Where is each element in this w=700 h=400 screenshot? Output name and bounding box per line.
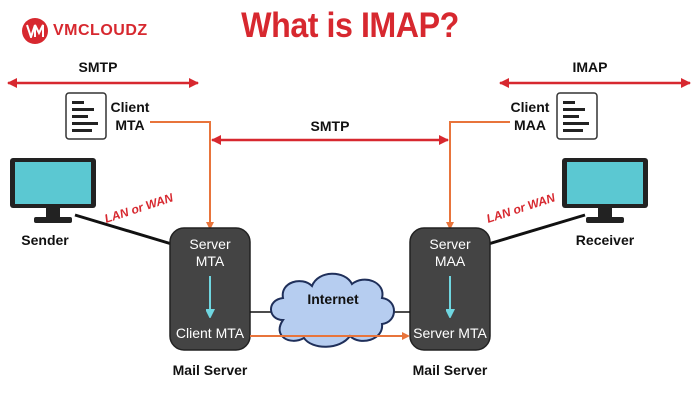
- right-mail-server-caption: Mail Server: [413, 362, 488, 378]
- desktop-computer-icon: [562, 158, 648, 223]
- client-mta-label-line1: Client: [111, 99, 150, 115]
- right-server-bottom-label: Server MTA: [413, 325, 487, 341]
- imap-label: IMAP: [573, 59, 608, 75]
- client-mta-to-server-arrow: [150, 121, 214, 230]
- smtp-middle-label: SMTP: [311, 118, 350, 134]
- client-maa-to-server-arrow: [446, 121, 510, 230]
- page-title: What is IMAP?: [241, 6, 459, 45]
- left-server-bottom-label: Client MTA: [176, 325, 245, 341]
- brand-name: VMCLOUDZ: [53, 22, 148, 39]
- receiver-lan-line: [484, 213, 586, 247]
- cloud-icon: [270, 272, 395, 348]
- lan-wan-left-label: LAN or WAN: [103, 190, 175, 225]
- brand-logo[interactable]: VMCLOUDZ: [22, 18, 148, 44]
- receiver-label: Receiver: [576, 232, 635, 248]
- smtp-left-label: SMTP: [79, 59, 118, 75]
- lan-wan-right-label: LAN or WAN: [485, 190, 557, 225]
- right-server-top-line2: MAA: [435, 253, 466, 269]
- left-server-top-line1: Server: [189, 236, 231, 252]
- right-server-top-line1: Server: [429, 236, 471, 252]
- sender-lan-line: [74, 213, 176, 247]
- left-server-top-line2: MTA: [196, 253, 225, 269]
- left-mail-server-caption: Mail Server: [173, 362, 248, 378]
- logo-mark-icon: [22, 18, 48, 44]
- document-icon: [65, 92, 107, 140]
- document-icon: [556, 92, 598, 140]
- desktop-computer-icon: [10, 158, 96, 223]
- client-maa-label-line1: Client: [511, 99, 550, 115]
- internet-label: Internet: [307, 291, 359, 307]
- sender-label: Sender: [21, 232, 69, 248]
- client-maa-label-line2: MAA: [514, 117, 546, 133]
- client-mta-label-line2: MTA: [115, 117, 144, 133]
